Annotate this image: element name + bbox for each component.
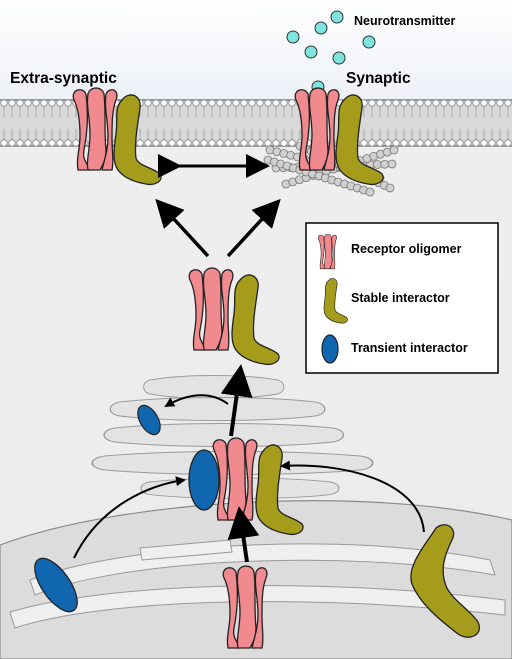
- label-neurotransmitter: Neurotransmitter: [354, 14, 456, 28]
- legend-receptor-label: Receptor oligomer: [351, 242, 462, 256]
- arrow-to-extrasynaptic: [155, 198, 210, 258]
- arrow-receptor-in: [227, 506, 260, 563]
- arrow-to-synaptic: [226, 198, 281, 258]
- legend-stable-label: Stable interactor: [351, 291, 450, 305]
- neurotransmitter-molecules: [286, 10, 376, 94]
- legend-receptor-icon: [317, 234, 337, 270]
- legend-transient-icon: [321, 334, 339, 364]
- er-receptor: [222, 565, 268, 649]
- label-extra-synaptic: Extra-synaptic: [10, 70, 117, 87]
- label-synaptic: Synaptic: [346, 70, 411, 87]
- er-transient-interactor: [34, 557, 78, 613]
- legend-transient-label: Transient interactor: [351, 341, 468, 355]
- arrow-stable-in: [280, 460, 425, 533]
- arrow-transient-in: [73, 476, 186, 559]
- legend: [305, 222, 499, 374]
- arrow-release: [164, 394, 229, 408]
- arrow-golgi-exit: [220, 364, 253, 437]
- er-stable-interactor: [410, 524, 481, 638]
- released-transient-interactor: [137, 404, 161, 436]
- assembly-complex: [188, 437, 304, 536]
